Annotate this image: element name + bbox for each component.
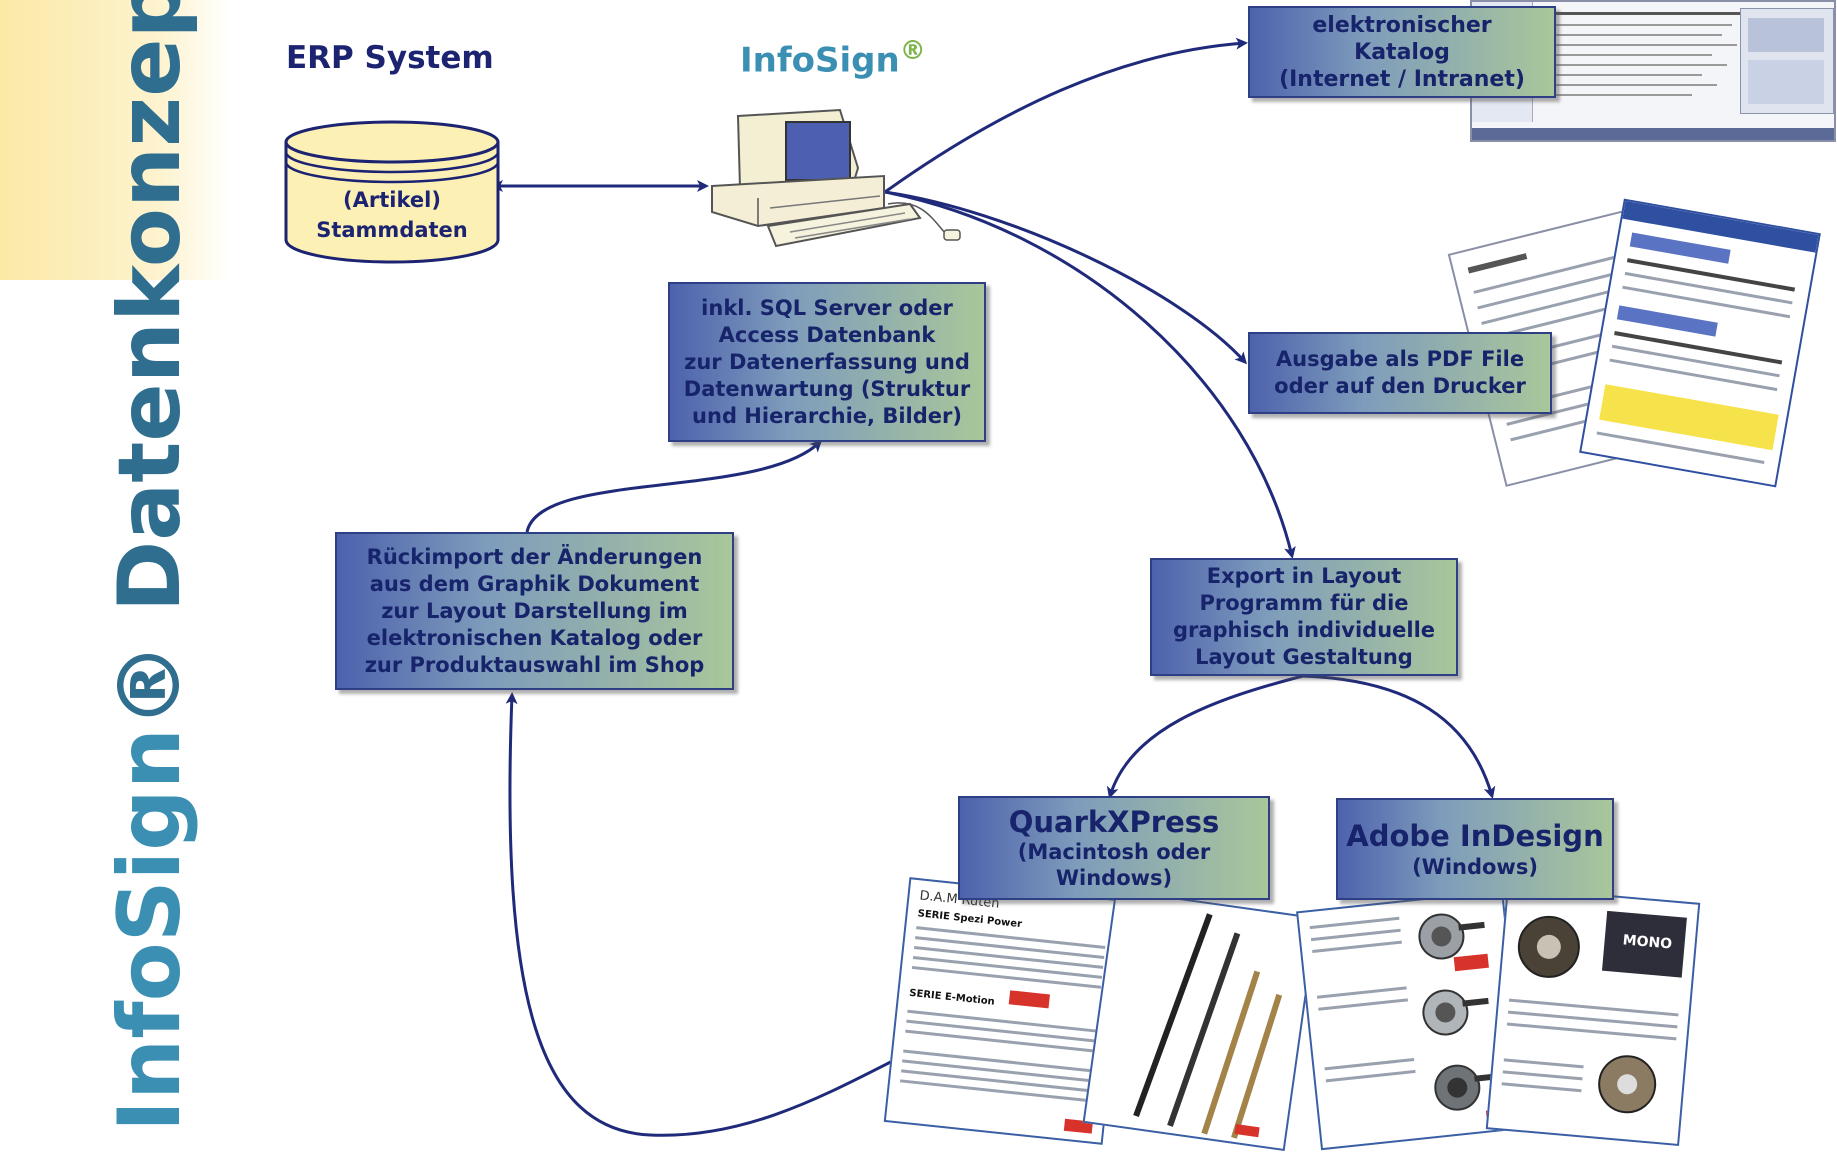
thumb-serie-2: SERIE E-Motion: [908, 987, 996, 1008]
indesign-page-mono: MONO: [1485, 886, 1701, 1146]
arrow-to-indesign: [1302, 674, 1496, 799]
infosign-name: InfoSign: [740, 40, 900, 81]
sql-server-text: inkl. SQL Server oder Access Datenbank z…: [683, 295, 971, 428]
quark-sub: (Macintosh oder Windows): [1017, 840, 1211, 890]
db-line-1: (Artikel): [343, 188, 441, 212]
quark-page-rods: [1082, 888, 1318, 1152]
indesign-page-reels: [1296, 889, 1528, 1151]
infosign-reg: ®: [899, 36, 926, 66]
spool-image-1: [1517, 915, 1580, 978]
infosign-label: InfoSign®: [740, 36, 926, 80]
sql-server-box: inkl. SQL Server oder Access Datenbank z…: [668, 282, 986, 442]
thumb-serie-1: SERIE Spezi Power: [917, 908, 1023, 931]
quarkxpress-box: QuarkXPress (Macintosh oder Windows): [958, 796, 1270, 900]
title-word: Datenkonzept: [100, 0, 200, 613]
computer-icon: [711, 108, 961, 248]
rueckimport-text: Rückimport der Änderungen aus dem Graphi…: [364, 544, 705, 677]
title-brand: InfoSign: [100, 728, 200, 1132]
erp-system-label: ERP System: [286, 40, 494, 76]
rueckimport-box: Rückimport der Änderungen aus dem Graphi…: [335, 532, 734, 690]
reel-image-3: [1434, 1064, 1501, 1111]
corner-highlight: [0, 0, 230, 280]
db-line-2: Stammdaten: [316, 218, 468, 242]
arrow-to-quark: [1106, 674, 1304, 799]
arrow-to-export: [884, 190, 1296, 559]
pdf-output-text: Ausgabe als PDF File oder auf den Drucke…: [1274, 347, 1526, 398]
indesign-title: Adobe InDesign: [1346, 819, 1604, 853]
title-reg: ®: [100, 642, 200, 729]
reel-image-1: [1418, 913, 1485, 960]
pdf-output-box: Ausgabe als PDF File oder auf den Drucke…: [1248, 332, 1552, 414]
database-icon: [284, 120, 500, 264]
reel-image-2: [1422, 989, 1489, 1036]
export-layout-text: Export in Layout Programm für die graphi…: [1172, 564, 1436, 669]
arrow-to-rueckimport: [505, 692, 936, 1137]
quark-title: QuarkXPress: [1008, 805, 1220, 839]
ekatalog-box: elektronischer Katalog (Internet / Intra…: [1248, 6, 1556, 98]
export-layout-box: Export in Layout Programm für die graphi…: [1150, 558, 1458, 676]
spool-image-2: [1598, 1055, 1657, 1114]
ekatalog-text: elektronischer Katalog (Internet / Intra…: [1279, 12, 1525, 92]
vertical-title: InfoSign® Datenkonzept: [90, 0, 210, 1132]
arrow-to-ekatalog: [884, 37, 1248, 194]
fishing-rods-image: [1133, 913, 1283, 1139]
arrow-to-sql: [525, 439, 823, 533]
arrow-to-pdf: [884, 190, 1248, 365]
indesign-sub: (Windows): [1412, 855, 1538, 879]
indesign-box: Adobe InDesign (Windows): [1336, 798, 1614, 900]
